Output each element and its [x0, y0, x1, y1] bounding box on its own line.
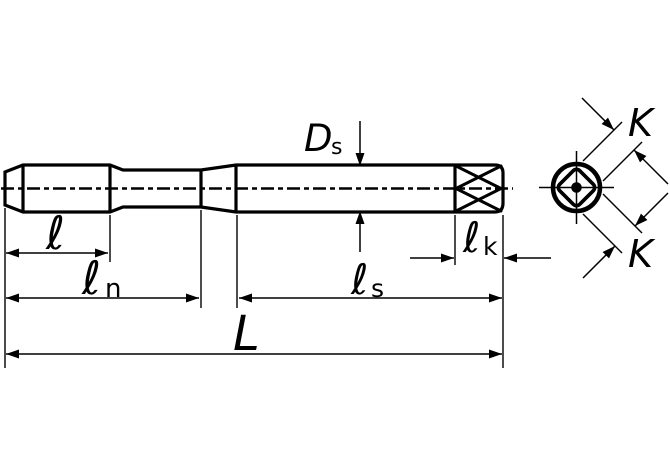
- arrow-left-icon: [6, 248, 19, 258]
- dim-label-square-width-bottom: K: [628, 232, 656, 276]
- dim-label-shank-length: ℓ: [350, 255, 368, 304]
- arrow-down-icon: [355, 153, 365, 166]
- arrow-up-icon: [355, 211, 365, 224]
- dim-label-neck-length: ℓ: [81, 251, 101, 305]
- dim-label-shank-length-sub: s: [371, 274, 384, 303]
- arrow-right-icon: [95, 248, 108, 258]
- extension-lines: [4, 208, 504, 368]
- dim-label-shank-diameter: D: [304, 117, 333, 160]
- dim-label-neck-length-sub: n: [105, 274, 121, 304]
- arrow-left-icon: [239, 293, 252, 303]
- arrow-right-icon: [186, 293, 199, 303]
- dim-overall-length: L: [6, 306, 502, 362]
- arrow-right-icon: [489, 349, 502, 359]
- dim-label-square-length: ℓ: [462, 213, 480, 262]
- dim-shank-length: ℓ s: [239, 255, 502, 304]
- dim-thread-length: ℓ: [6, 206, 108, 260]
- arrow-se-icon: [601, 117, 614, 130]
- arrow-left-icon: [6, 349, 19, 359]
- arrow-right-icon: [441, 253, 454, 263]
- dim-label-thread-length: ℓ: [45, 206, 65, 260]
- arrow-ne-icon: [602, 246, 615, 259]
- arrow-left-icon: [504, 253, 517, 263]
- arrow-nw-icon: [634, 150, 647, 163]
- arrow-right-icon: [489, 293, 502, 303]
- square-drive-outline: [556, 167, 597, 208]
- dim-label-square-length-sub: k: [483, 232, 498, 261]
- center-hole: [571, 182, 582, 193]
- dim-label-overall-length: L: [233, 306, 260, 362]
- tap-side-view: [1, 163, 513, 214]
- dim-shank-diameter: D s: [304, 117, 365, 252]
- dim-square-width-bottom: K: [582, 192, 669, 279]
- dim-label-square-width-top: K: [628, 101, 656, 145]
- dim-square-length: ℓ k: [410, 213, 551, 263]
- dim-neck-length: ℓ n: [6, 251, 199, 305]
- arrow-sw-icon: [635, 213, 648, 226]
- dim-label-shank-diameter-sub: s: [331, 135, 342, 160]
- tap-end-view: K K: [539, 97, 669, 279]
- square-drive-hatch: [454, 164, 503, 213]
- arrow-left-icon: [6, 293, 19, 303]
- dim-square-width-top: K: [581, 97, 669, 185]
